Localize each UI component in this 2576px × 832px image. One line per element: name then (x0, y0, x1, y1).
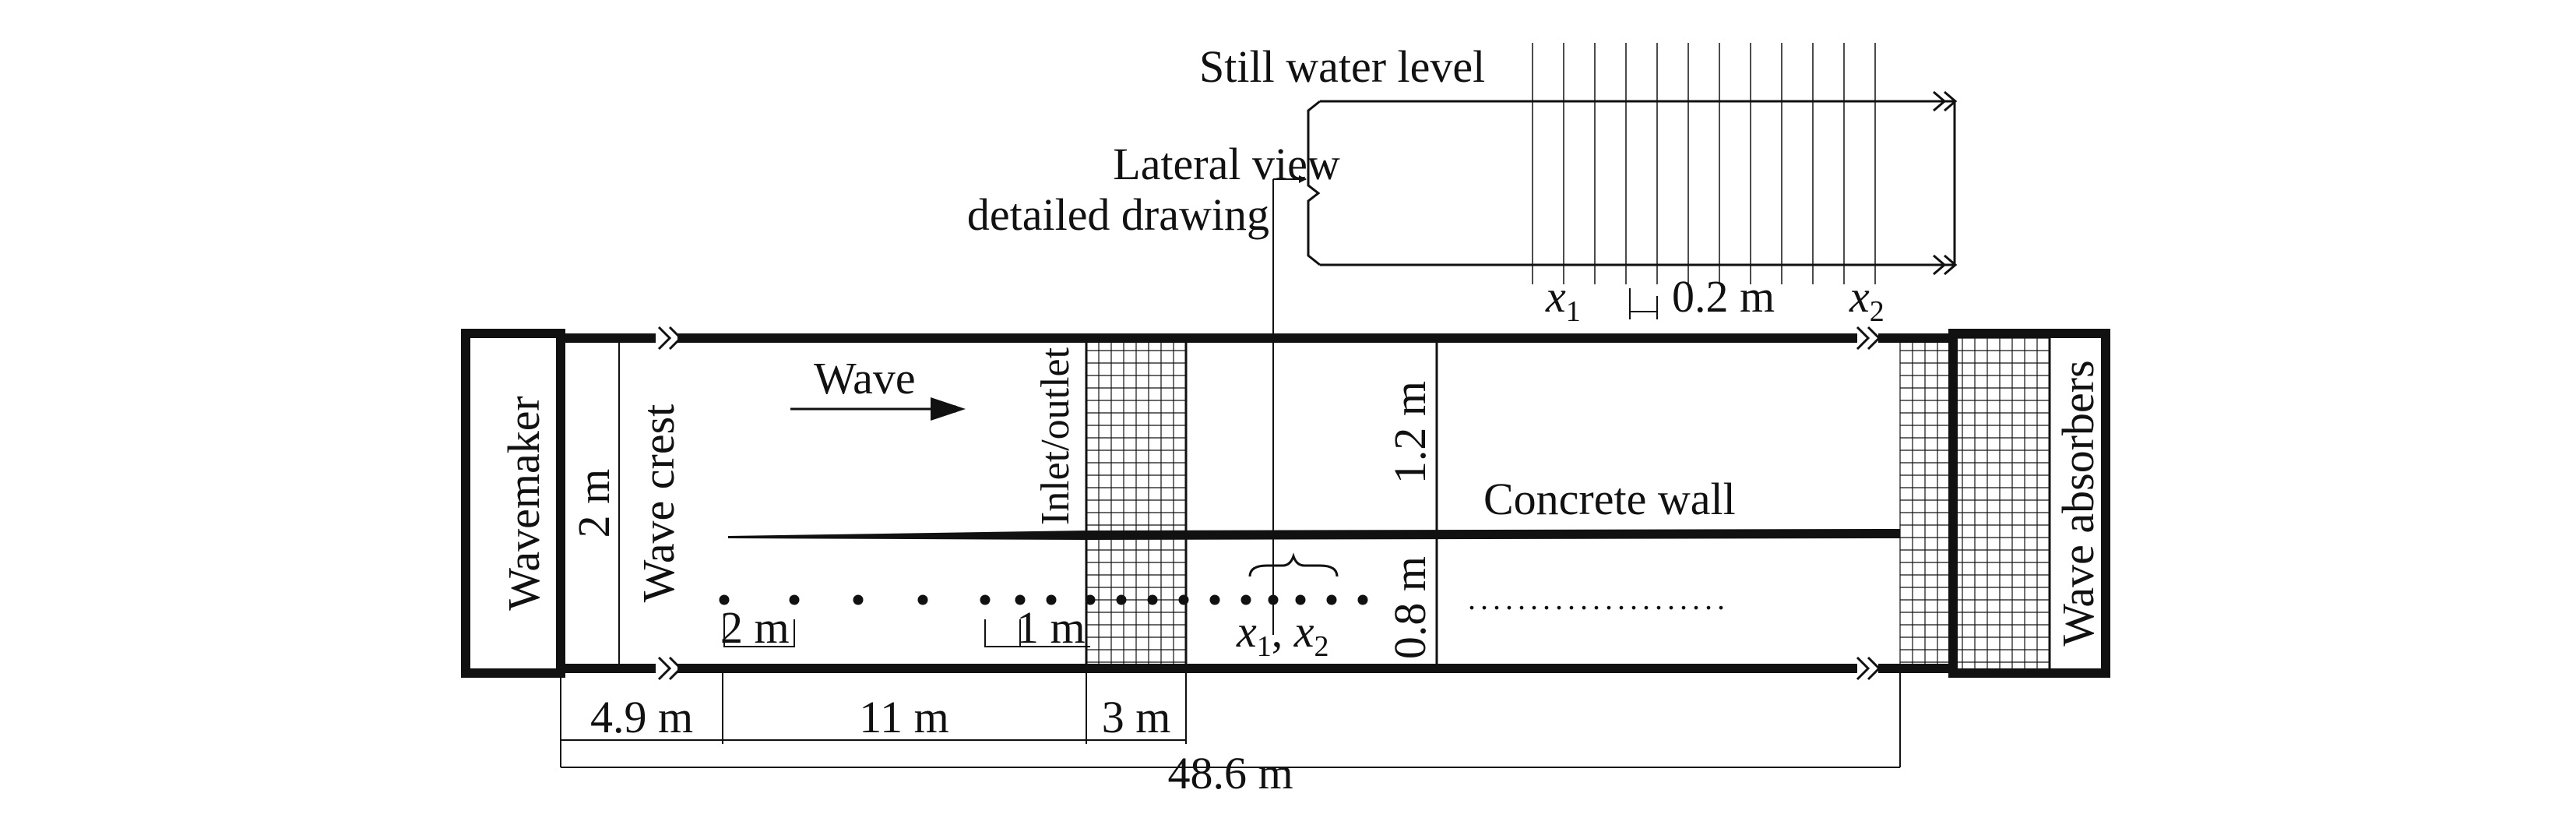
gauge-dot (1357, 594, 1368, 605)
detail-x2-label: x2 (1849, 271, 1884, 328)
spacing-1m-label: 1 m (1016, 602, 1086, 653)
upper-channel-width-label: 1.2 m (1385, 381, 1435, 484)
wave-arrow-head (931, 397, 966, 421)
detail-x1-label: x1 (1545, 271, 1581, 328)
bottom-dimensions: 4.9 m 11 m 3 m 48.6 m (560, 673, 1901, 799)
dist-total-label: 48.6 m (1167, 748, 1293, 799)
flume-plan-view: Wavemaker Wave absorbers 2 m Wave crest … (461, 326, 2110, 681)
gauge-dot (1326, 594, 1337, 605)
channel-width-label: 2 m (568, 469, 619, 538)
lateral-view-label-line2: detailed drawing (967, 189, 1269, 240)
detail-bottom-break-mark (1933, 254, 1958, 276)
dist-4-9-label: 4.9 m (590, 692, 693, 742)
bottom-wall-break-right (1856, 656, 1881, 681)
gauge-dot (1240, 594, 1251, 605)
gauge-dot (1268, 594, 1279, 605)
detail-gauge-lines (1532, 43, 1876, 284)
lateral-detail-view: Still water level Lateral view detailed … (967, 41, 1958, 635)
wave-crest-label: Wave crest (633, 404, 684, 603)
inlet-outlet-border (1085, 337, 1188, 670)
gauge-pair-label: x1, x2 (1236, 606, 1329, 663)
detail-right-break (1939, 100, 1956, 266)
gauge-dot (1295, 594, 1306, 605)
gauge-trail-dots: ..................... (1468, 581, 1730, 616)
lateral-view-label-line1: Lateral view (1113, 139, 1340, 189)
spacing-1m-bracket (984, 619, 1021, 647)
detail-top-break-mark (1933, 90, 1958, 112)
gauge-dot (1046, 594, 1057, 605)
dist-11-label: 11 m (859, 692, 948, 742)
inlet-outlet-label: Inlet/outlet (1033, 347, 1078, 525)
spacing-2m-bracket (723, 619, 795, 647)
gauge-dot (1178, 594, 1189, 605)
concrete-wall (728, 529, 1900, 540)
wavemaker-box (461, 329, 565, 678)
wave-absorbers-label: Wave absorbers (2053, 360, 2103, 646)
detail-left-break (1307, 100, 1321, 266)
gauge-dot (1147, 594, 1158, 605)
wave-absorber-box (1948, 329, 2110, 678)
dist-3-label: 3 m (1102, 692, 1171, 742)
top-wall-break-right (1856, 326, 1881, 351)
detail-spacing-label: 0.2 m (1672, 271, 1775, 322)
lower-channel-width-label: 0.8 m (1385, 556, 1435, 659)
inlet-outlet-grid (1086, 337, 1187, 668)
concrete-wall-label: Concrete wall (1483, 474, 1736, 524)
gauge-dot (980, 594, 991, 605)
gauge-dot (1209, 594, 1220, 605)
top-wall-break-left (657, 326, 683, 351)
gauge-pair-brace (1248, 552, 1339, 577)
spacing-2m-label: 2 m (720, 602, 790, 653)
gauge-dot (789, 594, 800, 605)
gauge-dot (917, 594, 928, 605)
gauge-dot (719, 594, 730, 605)
still-water-level-label: Still water level (1199, 41, 1485, 92)
gauge-dot (1015, 594, 1026, 605)
wave-gauges (719, 594, 1368, 605)
gauge-dot (853, 594, 864, 605)
wavemaker-label: Wavemaker (498, 396, 549, 611)
wave-label: Wave (814, 353, 916, 404)
gauge-dot (1085, 594, 1096, 605)
wave-absorber-grid (1899, 337, 2050, 668)
gauge-dot (1116, 594, 1127, 605)
bottom-wall-break-left (657, 656, 683, 681)
